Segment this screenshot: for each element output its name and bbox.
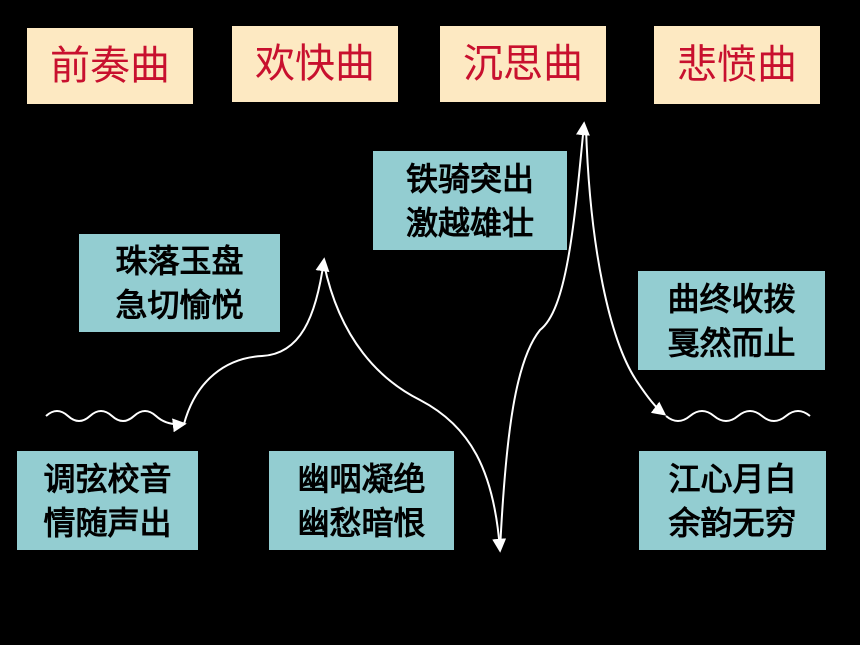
note-silence: 幽咽凝绝 幽愁暗恨: [269, 451, 454, 550]
heading-pensive: 沉思曲: [440, 26, 606, 102]
ending-wave: [665, 410, 811, 422]
heading-joyful: 欢快曲: [232, 26, 398, 102]
heading-sorrowful: 悲愤曲: [654, 26, 820, 104]
silence-fall: [323, 263, 507, 553]
note-tuning: 调弦校音 情随声出: [17, 451, 198, 550]
note-pearls-line1: 珠落玉盘: [115, 242, 244, 280]
note-moon-line1: 江心月白: [668, 459, 797, 498]
note-tuning-line1: 调弦校音: [43, 459, 172, 498]
note-ending-line2: 戛然而止: [667, 323, 796, 362]
joyful-rise: [183, 257, 330, 425]
note-cavalry-line1: 铁骑突出: [405, 159, 534, 198]
note-tuning-line2: 情随声出: [43, 503, 172, 542]
note-pearls-line2: 急切愉悦: [115, 286, 244, 324]
ending-fall: [585, 127, 667, 416]
note-cavalry: 铁骑突出 激越雄壮: [373, 151, 567, 250]
note-ending: 曲终收拨 戛然而止: [638, 271, 825, 370]
heading-prelude: 前奏曲: [27, 28, 193, 104]
note-silence-line2: 幽愁暗恨: [297, 503, 426, 542]
prelude-wave: [45, 410, 187, 433]
note-pearls: 珠落玉盘 急切愉悦: [79, 234, 280, 332]
note-moon: 江心月白 余韵无穷: [639, 451, 826, 550]
note-silence-line1: 幽咽凝绝: [297, 459, 426, 498]
cavalry-surge: [499, 121, 590, 551]
note-ending-line1: 曲终收拨: [667, 279, 796, 318]
note-cavalry-line2: 激越雄壮: [405, 203, 534, 242]
note-moon-line2: 余韵无穷: [668, 503, 797, 542]
